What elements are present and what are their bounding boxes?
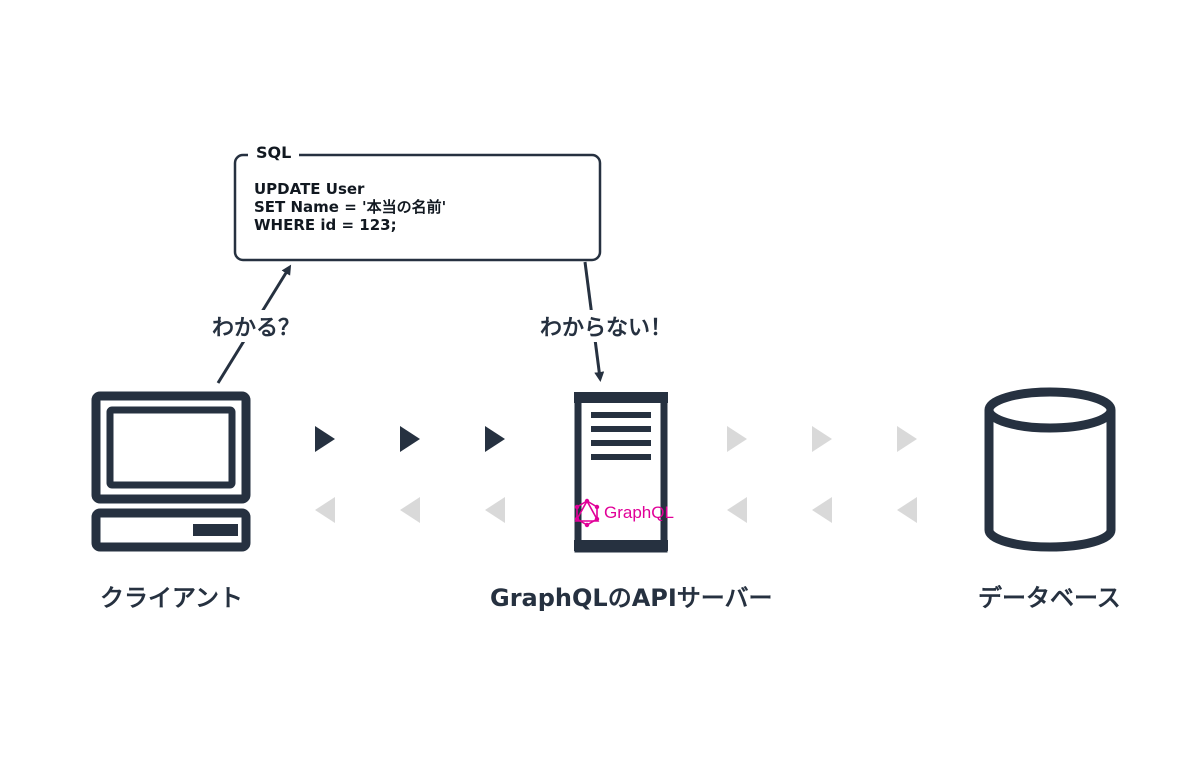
sql-box-title: SQL bbox=[248, 143, 300, 162]
laptop-icon bbox=[91, 391, 251, 552]
response-arrow-2 bbox=[400, 497, 420, 523]
db-request-arrow-1 bbox=[727, 426, 747, 452]
response-arrow-3 bbox=[485, 497, 505, 523]
sql-code: UPDATE User SET Name = '本当の名前' WHERE id … bbox=[254, 180, 446, 234]
request-arrow-1 bbox=[315, 426, 335, 452]
request-arrow-3 bbox=[485, 426, 505, 452]
request-arrow-2 bbox=[400, 426, 420, 452]
client-annotation: わかる？ bbox=[208, 310, 305, 342]
client-label: クライアント bbox=[100, 584, 244, 612]
response-arrows-left bbox=[315, 497, 505, 523]
response-arrow-1 bbox=[315, 497, 335, 523]
server-label: GraphQLのAPIサーバー bbox=[490, 584, 773, 612]
request-arrows bbox=[315, 426, 505, 452]
server-icon bbox=[574, 392, 668, 553]
db-request-arrows bbox=[727, 426, 917, 452]
db-request-arrow-2 bbox=[812, 426, 832, 452]
sql-line: UPDATE User bbox=[254, 180, 365, 198]
sql-line: WHERE id = 123; bbox=[254, 216, 397, 234]
graphql-brand-text: GraphQL bbox=[604, 503, 674, 522]
db-response-arrow-1 bbox=[727, 497, 747, 523]
db-request-arrow-3 bbox=[897, 426, 917, 452]
database-icon bbox=[984, 387, 1116, 552]
db-response-arrow-2 bbox=[812, 497, 832, 523]
graphql-logo-icon bbox=[574, 498, 600, 528]
db-response-arrow-3 bbox=[897, 497, 917, 523]
db-response-arrows bbox=[727, 497, 917, 523]
sql-line: SET Name = '本当の名前' bbox=[254, 198, 447, 216]
sql-box bbox=[233, 153, 602, 262]
server-annotation: わからない！ bbox=[536, 310, 677, 342]
database-label: データベース bbox=[978, 584, 1121, 612]
